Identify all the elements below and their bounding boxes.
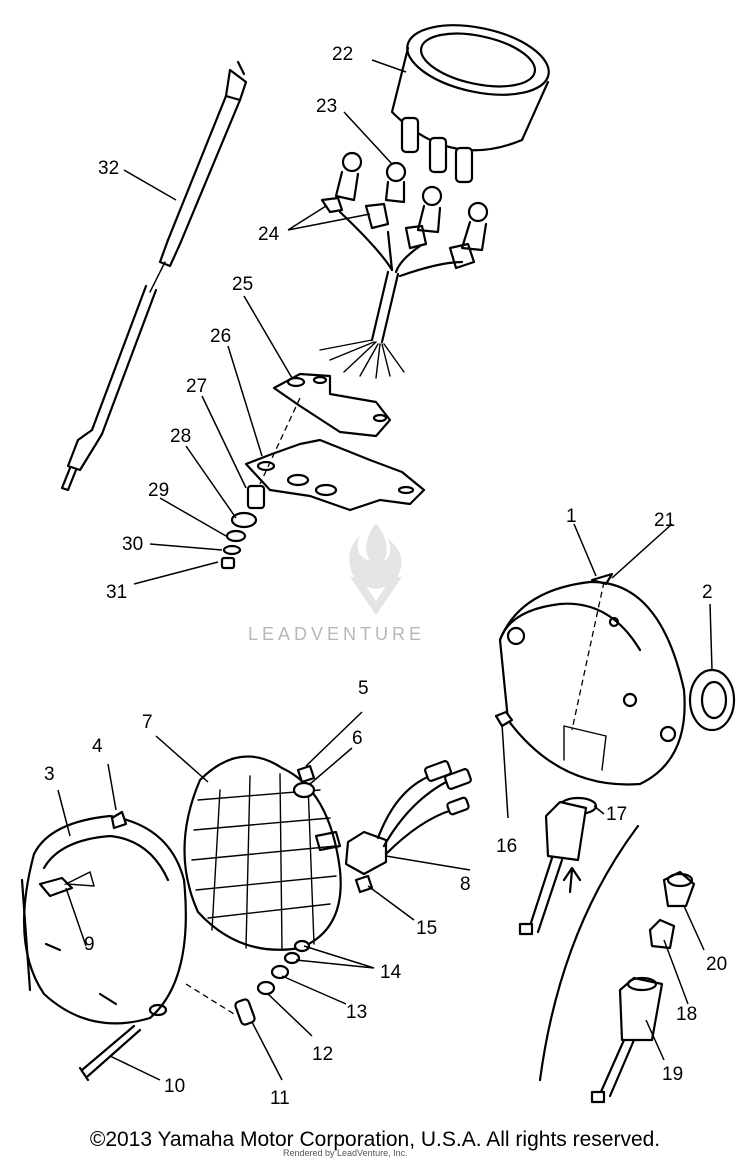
screw-16 — [494, 710, 514, 728]
nut-5 — [296, 764, 316, 784]
label-30: 30 — [122, 534, 143, 555]
label-25: 25 — [232, 274, 253, 295]
bulb-sockets-harness — [319, 151, 489, 379]
bulb-socket-group — [590, 870, 696, 1104]
spacer-washers-nuts — [220, 484, 266, 570]
label-27: 27 — [186, 376, 207, 397]
headlight-rim — [20, 810, 187, 1025]
label-14: 14 — [380, 962, 402, 983]
sealed-beam-unit — [183, 755, 342, 951]
label-28: 28 — [170, 426, 191, 447]
label-26: 26 — [210, 326, 231, 347]
label-23: 23 — [316, 96, 337, 117]
label-19: 19 — [662, 1064, 683, 1085]
meter-brackets — [244, 372, 426, 512]
label-16: 16 — [496, 836, 517, 857]
label-9: 9 — [84, 934, 95, 955]
leader-lines — [57, 59, 713, 1081]
label-11: 11 — [270, 1088, 290, 1109]
label-12: 12 — [312, 1044, 333, 1065]
label-10: 10 — [164, 1076, 185, 1097]
label-29: 29 — [148, 480, 169, 501]
rendered-by-credit: Rendered by LeadVenture, Inc. — [283, 1148, 408, 1158]
divider-line — [538, 824, 640, 1082]
nut-6 — [292, 781, 316, 799]
label-4: 4 — [92, 736, 103, 757]
grommet-wires — [518, 796, 598, 936]
label-3: 3 — [44, 764, 55, 785]
label-31: 31 — [106, 582, 127, 603]
label-13: 13 — [346, 1002, 367, 1023]
label-32: 32 — [98, 158, 119, 179]
leadventure-flame-logo-icon — [349, 523, 402, 615]
label-15: 15 — [416, 918, 437, 939]
label-2: 2 — [702, 582, 713, 603]
label-21: 21 — [654, 510, 675, 531]
watermark-text: LEADVENTURE — [248, 624, 426, 644]
label-8: 8 — [460, 874, 471, 895]
mount-hardware — [185, 874, 374, 1026]
label-6: 6 — [352, 728, 363, 749]
meter-housing — [390, 24, 550, 184]
long-screw — [78, 1024, 142, 1082]
headlight-housing — [498, 572, 736, 786]
label-7: 7 — [142, 712, 153, 733]
label-18: 18 — [676, 1004, 697, 1025]
part-labels: 22 23 24 25 26 27 28 29 30 31 32 1 21 2 … — [44, 44, 727, 1109]
copyright-notice: ©2013 Yamaha Motor Corporation, U.S.A. A… — [89, 1128, 661, 1151]
label-5: 5 — [358, 678, 369, 699]
label-24: 24 — [258, 224, 280, 245]
label-20: 20 — [706, 954, 727, 975]
label-22: 22 — [332, 44, 353, 65]
speedometer-cable — [60, 60, 248, 492]
connector-plugs — [344, 760, 472, 876]
label-1: 1 — [566, 506, 577, 527]
label-17: 17 — [606, 804, 627, 825]
